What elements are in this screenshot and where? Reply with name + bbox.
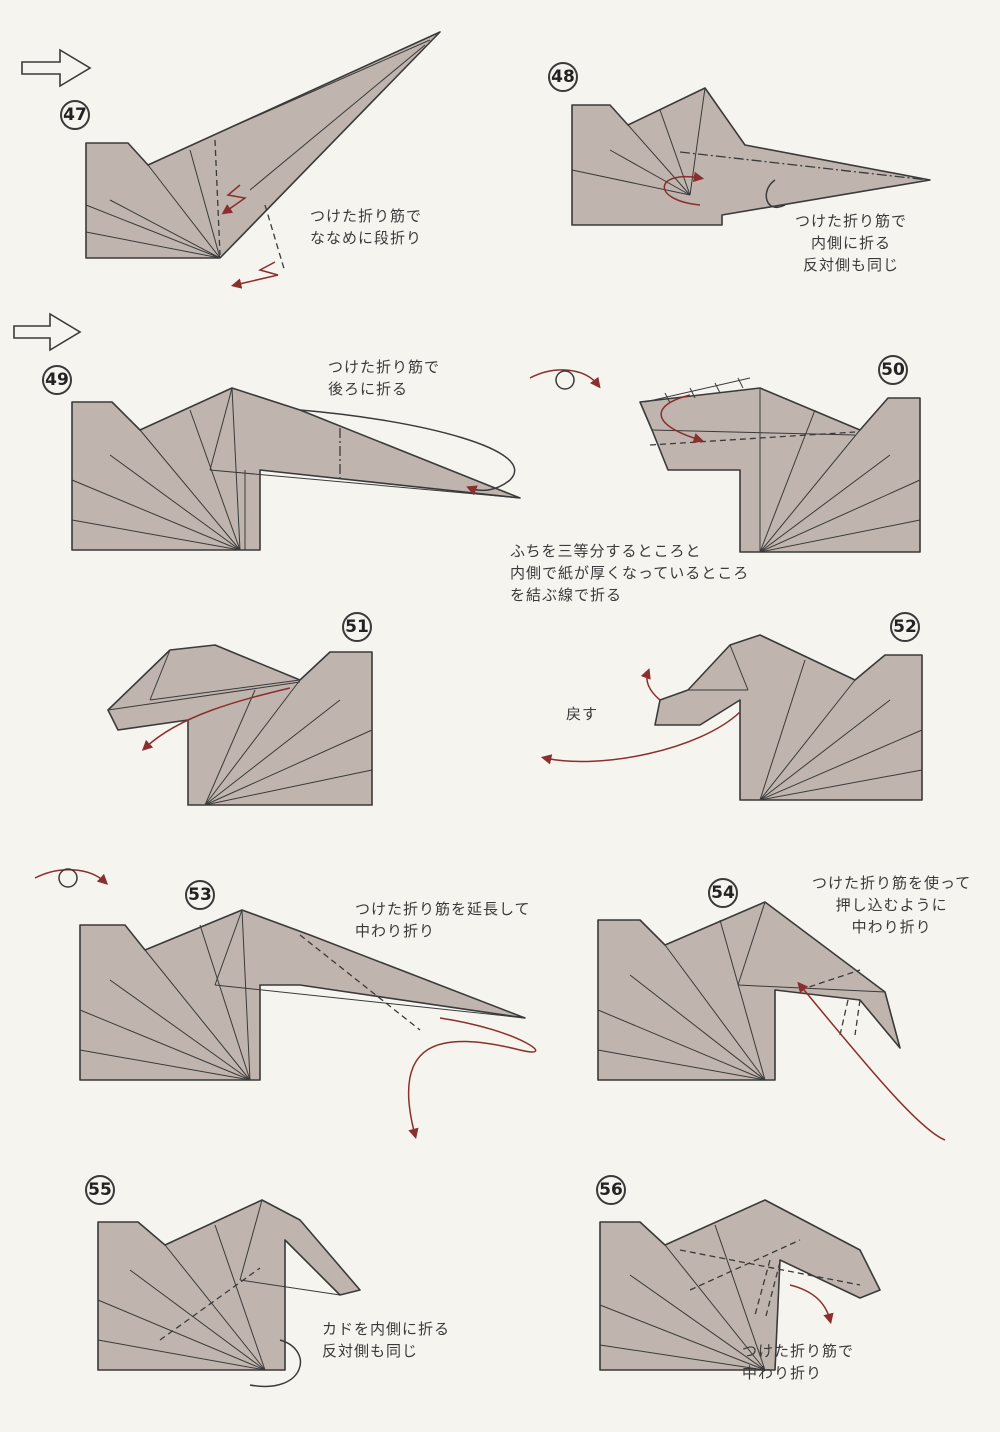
step-48-rotate-arrow bbox=[765, 179, 786, 208]
step-49-instruction: つけた折り筋で後ろに折る bbox=[328, 358, 441, 398]
step-53-instruction: つけた折り筋を延長して中わり折り bbox=[355, 900, 531, 940]
step-52-instruction: 戻す bbox=[566, 705, 599, 723]
step-50-fold-arrow bbox=[660, 394, 705, 444]
step-number-53: 53 bbox=[185, 880, 215, 910]
step-54-instruction: つけた折り筋を使って押し込むように中わり折り bbox=[812, 874, 972, 936]
step-49-fold-arrow bbox=[299, 409, 516, 496]
next-view-arrow-icon bbox=[21, 48, 92, 88]
step-51-fold-arrow bbox=[141, 687, 291, 751]
step-number-50: 50 bbox=[878, 355, 908, 385]
step-53-fold-arrow bbox=[407, 1017, 537, 1140]
step-number-48: 48 bbox=[548, 62, 578, 92]
step-52-figure bbox=[654, 634, 923, 801]
step-54-figure bbox=[597, 901, 901, 1081]
step-51-figure bbox=[107, 644, 373, 806]
step-number-55: 55 bbox=[85, 1175, 115, 1205]
step-56-fold-arrow bbox=[789, 1284, 834, 1325]
step-number-52: 52 bbox=[890, 612, 920, 642]
turn-over-icon bbox=[34, 868, 109, 888]
step-50-instruction: ふちを三等分するところと内側で紙が厚くなっているところを結ぶ線で折る bbox=[510, 542, 750, 604]
step-56-figure bbox=[599, 1199, 881, 1371]
step-53-figure bbox=[79, 909, 526, 1081]
step-number-47: 47 bbox=[60, 100, 90, 130]
step-48-instruction: つけた折り筋で内側に折る反対側も同じ bbox=[795, 212, 908, 274]
step-47-instruction: つけた折り筋でななめに段折り bbox=[310, 207, 423, 247]
turn-over-icon bbox=[529, 369, 601, 390]
step-56-instruction: つけた折り筋で中わり折り bbox=[742, 1342, 855, 1382]
step-50-figure bbox=[639, 377, 921, 553]
step-number-49: 49 bbox=[42, 365, 72, 395]
step-55-figure bbox=[97, 1199, 361, 1371]
step-48-figure bbox=[571, 87, 931, 226]
step-49-figure bbox=[71, 387, 521, 551]
step-55-instruction: カドを内側に折る反対側も同じ bbox=[322, 1320, 451, 1360]
step-48-fold-arrow bbox=[663, 171, 705, 206]
next-view-arrow-icon bbox=[13, 312, 82, 352]
step-47-figure bbox=[85, 31, 441, 273]
step-52-unfold-arrow bbox=[640, 668, 661, 701]
step-number-54: 54 bbox=[708, 878, 738, 908]
step-47-zigzag-arrow bbox=[221, 184, 279, 289]
step-number-56: 56 bbox=[596, 1175, 626, 1205]
step-54-fold-arrow bbox=[797, 981, 946, 1141]
step-number-51: 51 bbox=[342, 612, 372, 642]
step-55-fold-arrow bbox=[249, 1339, 302, 1388]
step-52-return-arrow bbox=[540, 711, 741, 765]
